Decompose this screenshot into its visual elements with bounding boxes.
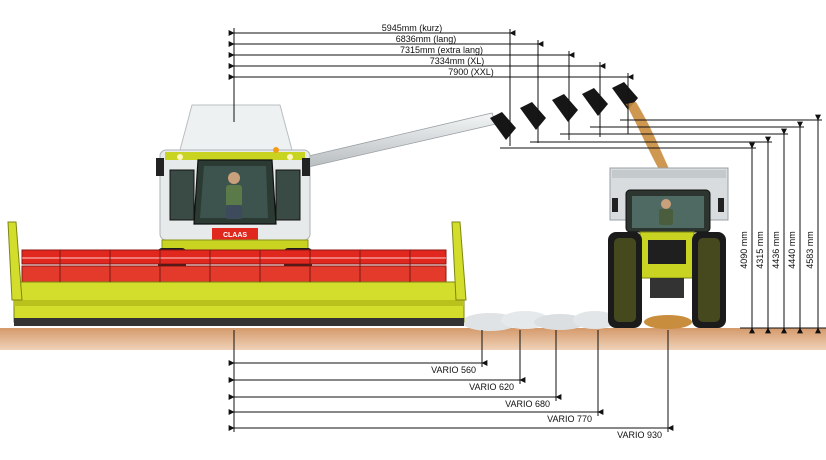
reach-dimension-label: 5945mm (kurz) <box>382 23 443 33</box>
straw-swath <box>462 311 617 331</box>
header-dimension-label: VARIO 680 <box>505 399 550 409</box>
cutter-header <box>7 221 467 326</box>
grain-stream <box>626 102 672 175</box>
dimension-lines: 5945mm (kurz)6836mm (lang)7315mm (extra … <box>228 23 826 440</box>
height-dimension-label: 4090 mm <box>739 231 749 269</box>
reach-dimension-label: 7334mm (XL) <box>430 56 485 66</box>
height-dimension-label: 4440 mm <box>787 231 797 269</box>
height-dimension-label: 4315 mm <box>755 231 765 269</box>
tractor-with-trailer <box>608 167 729 328</box>
ground <box>0 328 826 350</box>
height-dimension-label: 4583 mm <box>805 231 815 269</box>
reach-dimension-label: 7315mm (extra lang) <box>400 45 483 55</box>
height-dimension-label: 4436 mm <box>771 231 781 269</box>
header-dimension-label: VARIO 930 <box>617 430 662 440</box>
header-dimension-label: VARIO 560 <box>431 365 476 375</box>
reach-dimension-label: 7900 (XXL) <box>448 67 494 77</box>
auger-spouts <box>490 82 638 140</box>
brand-logo: CLAAS <box>223 232 247 239</box>
grain-pile <box>644 315 692 329</box>
reach-dimension-label: 6836mm (lang) <box>396 34 457 44</box>
header-dimension-label: VARIO 770 <box>547 414 592 424</box>
header-dimension-label: VARIO 620 <box>469 382 514 392</box>
